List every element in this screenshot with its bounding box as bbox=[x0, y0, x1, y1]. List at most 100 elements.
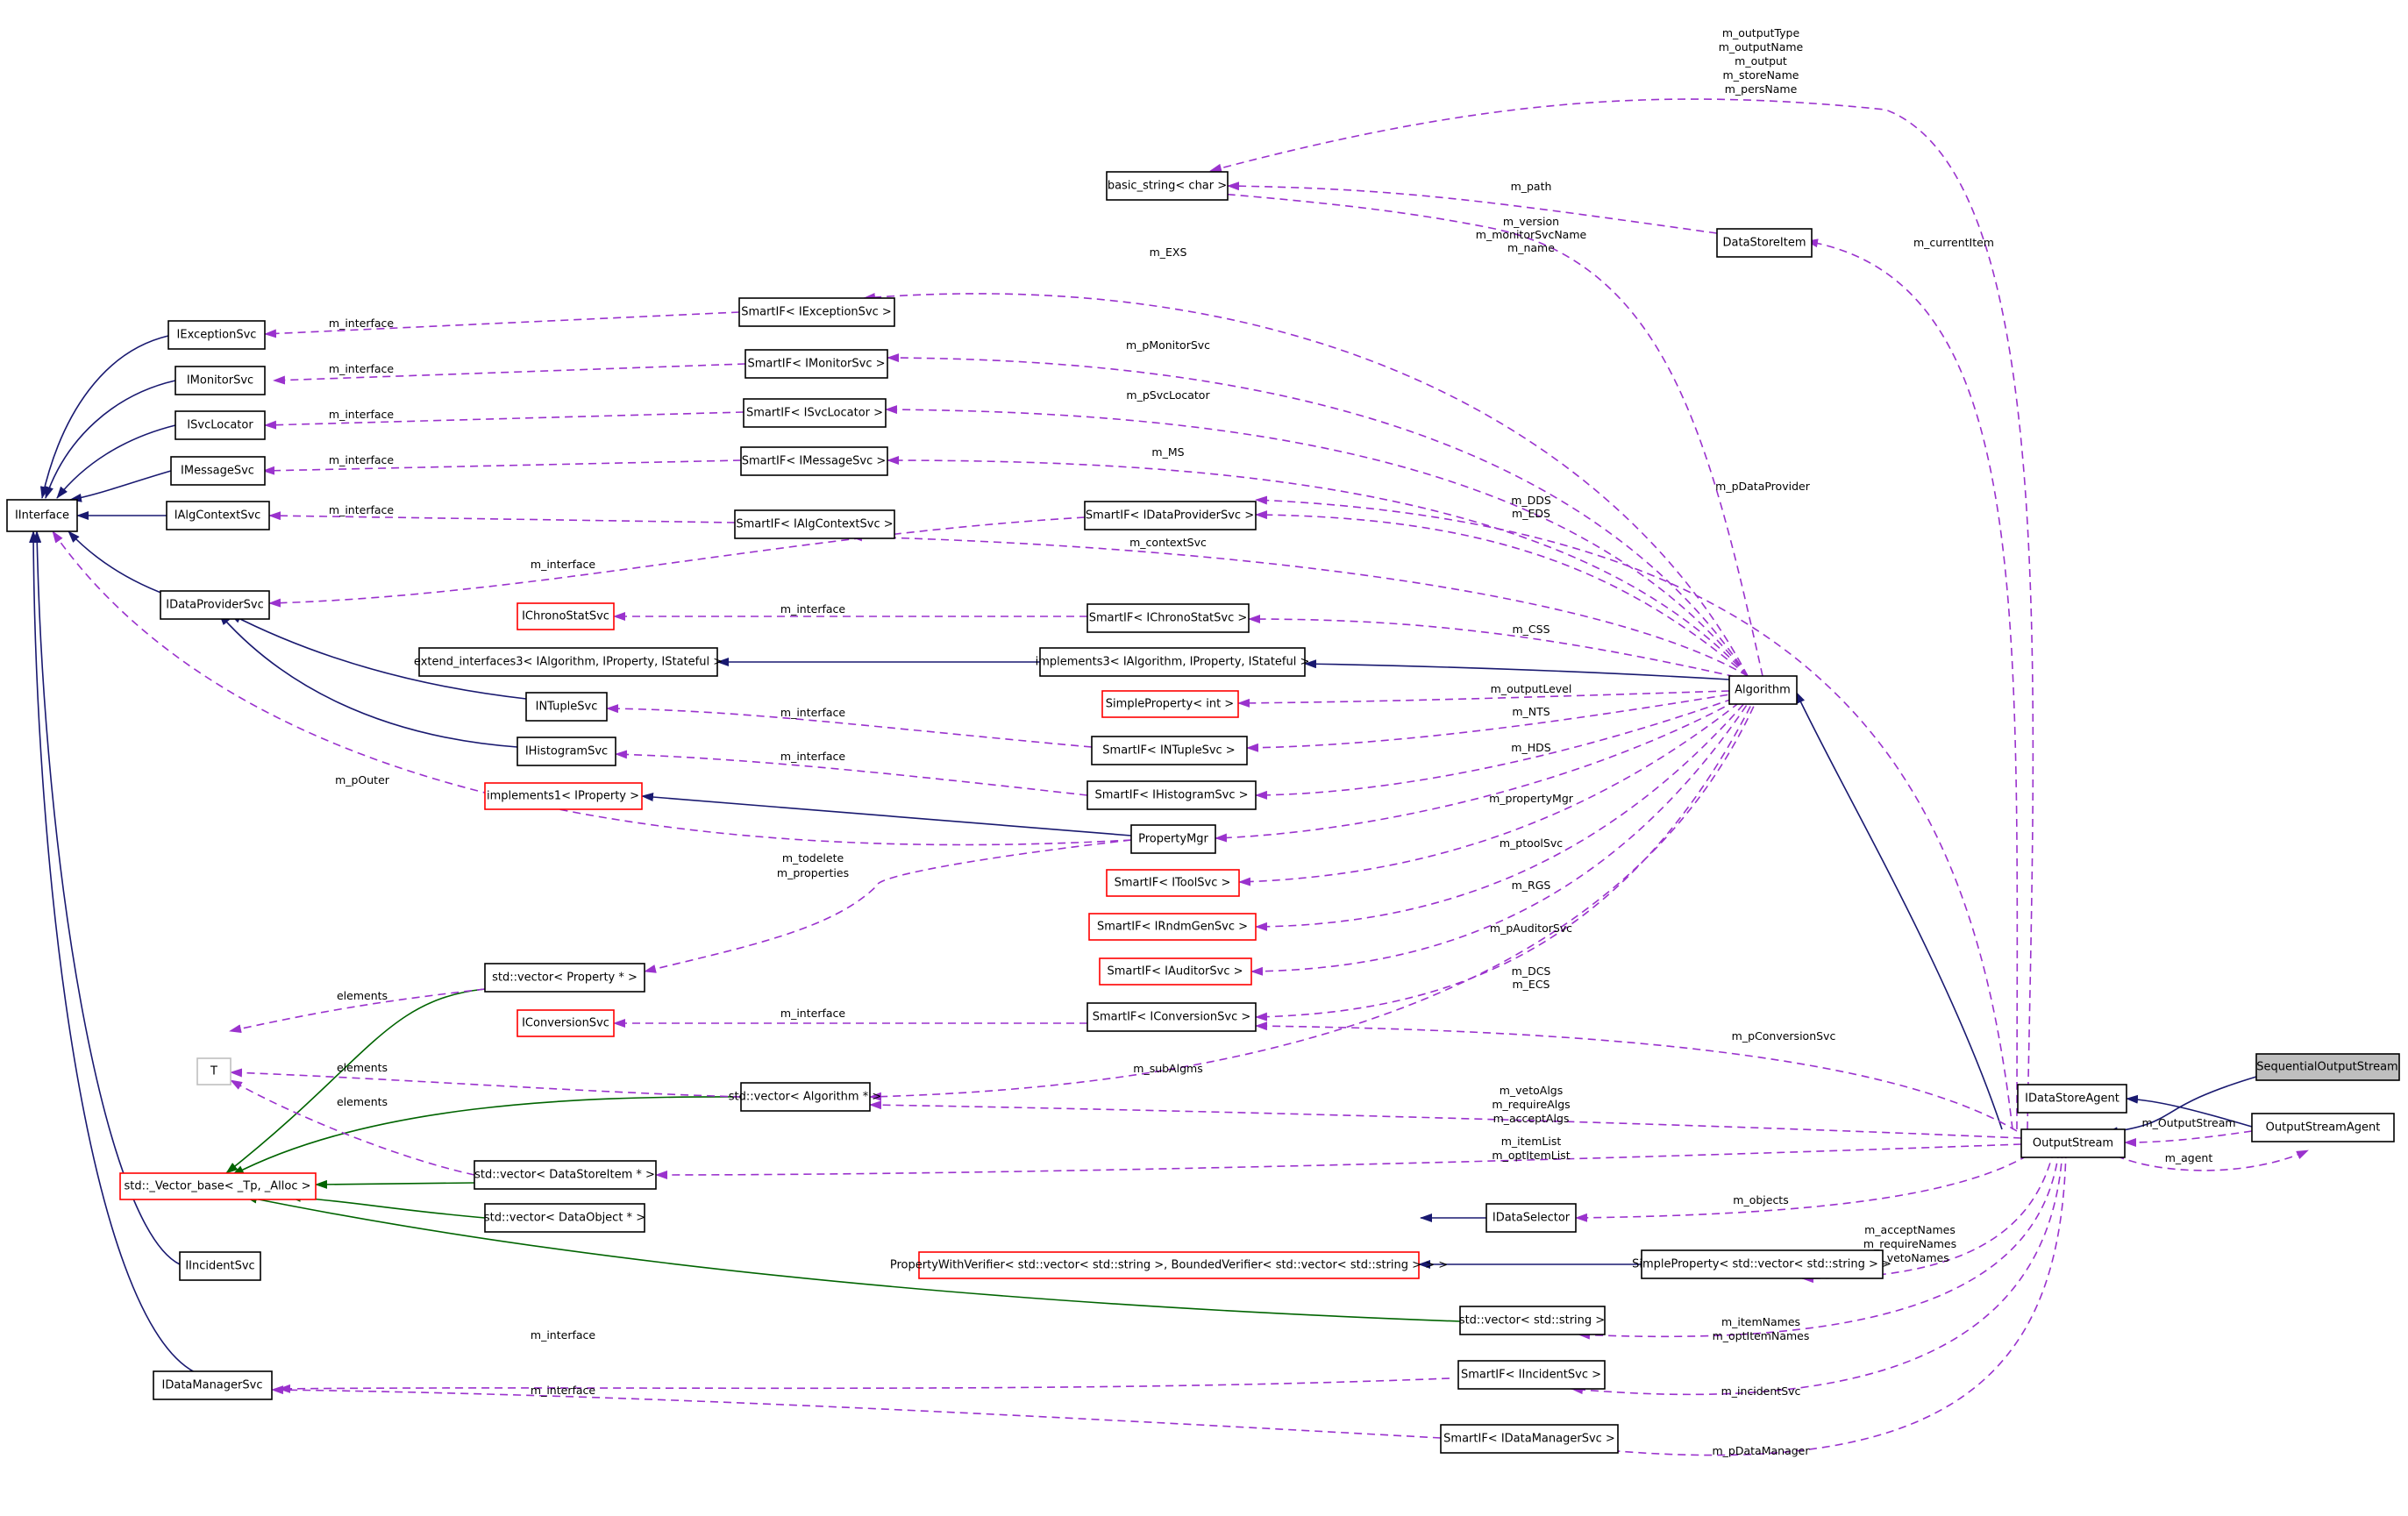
node-vector-base[interactable]: std::_Vector_base< _Tp, _Alloc > bbox=[119, 1172, 317, 1200]
label-elements-property: elements bbox=[337, 989, 388, 1002]
node-vector-property[interactable]: std::vector< Property * > bbox=[484, 963, 645, 993]
node-isvclocator[interactable]: ISvcLocator bbox=[175, 410, 266, 440]
node-smartif-idatamanagersvc[interactable]: SmartIF< IDataManagerSvc > bbox=[1440, 1424, 1619, 1454]
node-imonitorsvc[interactable]: IMonitorSvc bbox=[175, 366, 266, 395]
label-m-psvclocator: m_pSvcLocator bbox=[1126, 388, 1210, 402]
node-smartif-iexceptionsvc[interactable]: SmartIF< IExceptionSvc > bbox=[738, 297, 895, 327]
node-smartif-idataprovidersvc[interactable]: SmartIF< IDataProviderSvc > bbox=[1084, 501, 1257, 530]
label-m-storename: m_storeName bbox=[1723, 68, 1799, 82]
svg-text:OutputStream: OutputStream bbox=[2033, 1137, 2113, 1150]
edge-imonitorsvc-iinterface bbox=[45, 380, 176, 499]
label-m-name: m_name bbox=[1507, 241, 1555, 254]
node-vector-datastoreitem[interactable]: std::vector< DataStoreItem * > bbox=[474, 1160, 657, 1190]
edge-outputstream-datastoreitem bbox=[1806, 238, 2019, 1130]
label-m-outputstream: m_OutputStream bbox=[2141, 1116, 2235, 1129]
node-simpleproperty-vector[interactable]: SimpleProperty< std::vector< std::string… bbox=[1632, 1249, 1891, 1279]
label-m-outputtype: m_outputType bbox=[1722, 26, 1800, 39]
node-simpleproperty-int[interactable]: SimpleProperty< int > bbox=[1101, 690, 1239, 718]
node-smartif-irndmgensvc[interactable]: SmartIF< IRndmGenSvc > bbox=[1088, 913, 1257, 941]
node-smartif-ihistogramsvc[interactable]: SmartIF< IHistogramSvc > bbox=[1086, 780, 1257, 810]
node-t[interactable]: T bbox=[196, 1057, 232, 1085]
edge-propertymgr-iinterface bbox=[52, 530, 1132, 846]
label-m-interface-monitor: m_interface bbox=[329, 362, 394, 375]
label-m-subalgms: m_subAlgms bbox=[1133, 1062, 1202, 1075]
node-idataprovidersvc[interactable]: IDataProviderSvc bbox=[160, 590, 270, 620]
svg-text:SequentialOutputStream: SequentialOutputStream bbox=[2256, 1061, 2397, 1074]
label-m-pconversionsvc: m_pConversionSvc bbox=[1732, 1029, 1836, 1043]
label-m-hds: m_HDS bbox=[1511, 741, 1550, 754]
svg-text:IIncidentSvc: IIncidentSvc bbox=[185, 1260, 254, 1273]
edge-algorithm-vector-algorithm bbox=[869, 694, 1760, 1101]
node-ihistogramsvc[interactable]: IHistogramSvc bbox=[517, 737, 616, 766]
edge-ihistogramsvc-idataprovidersvc bbox=[218, 613, 518, 748]
svg-text:PropertyMgr: PropertyMgr bbox=[1138, 833, 1208, 846]
node-propertymgr[interactable]: PropertyMgr bbox=[1130, 824, 1216, 854]
label-m-requirenames: m_requireNames bbox=[1863, 1237, 1956, 1250]
node-idataselector[interactable]: IDataSelector bbox=[1485, 1203, 1577, 1233]
edge-datastoreitem-basic-string bbox=[1227, 181, 1718, 234]
label-m-dcs: m_DCS bbox=[1512, 964, 1551, 978]
node-smartif-imessagesvc[interactable]: SmartIF< IMessageSvc > bbox=[740, 446, 888, 476]
svg-text:SmartIF< IRndmGenSvc >: SmartIF< IRndmGenSvc > bbox=[1097, 921, 1248, 934]
edge-smartif-idataprovidersvc-idataprovidersvc bbox=[268, 516, 1086, 608]
node-implements3[interactable]: implements3< IAlgorithm, IProperty, ISta… bbox=[1036, 647, 1310, 677]
node-sequentialoutputstream[interactable]: SequentialOutputStream bbox=[2255, 1053, 2400, 1081]
edge-algorithm-smartif-imonitorsvc bbox=[887, 353, 1749, 677]
node-idatastoreagent[interactable]: IDataStoreAgent bbox=[2017, 1084, 2127, 1114]
node-smartif-imonitorsvc[interactable]: SmartIF< IMonitorSvc > bbox=[744, 349, 888, 379]
node-datastoreitem[interactable]: DataStoreItem bbox=[1716, 228, 1813, 258]
node-imessagesvc[interactable]: IMessageSvc bbox=[170, 456, 266, 486]
svg-text:Algorithm: Algorithm bbox=[1735, 684, 1791, 697]
label-m-pdataprovider: m_pDataProvider bbox=[1715, 480, 1811, 493]
node-idatamanagersvc[interactable]: IDataManagerSvc bbox=[153, 1370, 273, 1400]
node-outputstreamagent[interactable]: OutputStreamAgent bbox=[2251, 1113, 2395, 1142]
node-smartif-itoolsvc[interactable]: SmartIF< IToolSvc > bbox=[1106, 869, 1240, 897]
node-smartif-iconversionsvc[interactable]: SmartIF< IConversionSvc > bbox=[1086, 1002, 1257, 1032]
label-m-ecs: m_ECS bbox=[1513, 978, 1550, 991]
node-iincidentsvc[interactable]: IIncidentSvc bbox=[179, 1251, 261, 1281]
node-vector-algorithm[interactable]: std::vector< Algorithm * > bbox=[729, 1082, 881, 1112]
node-ichronostatsvc[interactable]: IChronoStatSvc bbox=[517, 602, 615, 630]
node-extend-interfaces3[interactable]: extend_interfaces3< IAlgorithm, IPropert… bbox=[414, 647, 723, 677]
node-smartif-iauditorsvc[interactable]: SmartIF< IAuditorSvc > bbox=[1099, 957, 1252, 986]
node-propertywithverifier[interactable]: PropertyWithVerifier< std::vector< std::… bbox=[890, 1251, 1448, 1279]
node-vector-string[interactable]: std::vector< std::string > bbox=[1459, 1306, 1606, 1335]
node-algorithm[interactable]: Algorithm bbox=[1728, 675, 1798, 705]
node-outputstream[interactable]: OutputStream bbox=[2020, 1128, 2126, 1158]
node-implements1[interactable]: implements1< IProperty > bbox=[484, 782, 643, 810]
edge-algorithm-smartif-ihistogramsvc bbox=[1255, 694, 1746, 800]
node-smartif-ialgcontextsvc[interactable]: SmartIF< IAlgContextSvc > bbox=[734, 509, 895, 539]
edge-outputstream-smartif-iconversionsvc bbox=[1255, 1021, 2018, 1132]
svg-text:implements3< IAlgorithm, IProp: implements3< IAlgorithm, IProperty, ISta… bbox=[1036, 656, 1310, 669]
edge-propertymgr-implements1 bbox=[641, 793, 1132, 836]
node-smartif-iincidentsvc[interactable]: SmartIF< IIncidentSvc > bbox=[1457, 1360, 1606, 1390]
node-vector-dataobject[interactable]: std::vector< DataObject * > bbox=[484, 1203, 645, 1233]
nodes: IInterface IExceptionSvc IMonitorSvc ISv… bbox=[6, 171, 2400, 1454]
svg-text:std::vector< DataStoreItem * >: std::vector< DataStoreItem * > bbox=[474, 1169, 655, 1182]
node-ialgcontextsvc[interactable]: IAlgContextSvc bbox=[166, 501, 270, 530]
edge-propertymgr-vector-property bbox=[644, 839, 1132, 973]
node-intuplesvc[interactable]: INTupleSvc bbox=[525, 692, 608, 722]
svg-text:IAlgContextSvc: IAlgContextSvc bbox=[175, 509, 261, 523]
edge-outputstream-smartif-iincidentsvc bbox=[1571, 1149, 2063, 1396]
node-iconversionsvc[interactable]: IConversionSvc bbox=[517, 1009, 615, 1037]
svg-text:SmartIF< IExceptionSvc >: SmartIF< IExceptionSvc > bbox=[741, 306, 892, 319]
label-m-outputlevel: m_outputLevel bbox=[1491, 682, 1572, 695]
svg-text:std::vector< DataObject * >: std::vector< DataObject * > bbox=[484, 1212, 645, 1225]
edge-vector-string-base bbox=[245, 1194, 1461, 1322]
svg-text:SmartIF< IDataProviderSvc >: SmartIF< IDataProviderSvc > bbox=[1086, 509, 1254, 523]
label-m-interface-ntuple: m_interface bbox=[780, 706, 845, 719]
node-iexceptionsvc[interactable]: IExceptionSvc bbox=[167, 320, 266, 350]
label-m-nts: m_NTS bbox=[1512, 705, 1550, 718]
node-iinterface[interactable]: IInterface bbox=[6, 499, 78, 532]
node-basic-string[interactable]: basic_string< char > bbox=[1106, 171, 1229, 201]
node-smartif-intuplesvc[interactable]: SmartIF< INTupleSvc > bbox=[1091, 736, 1248, 765]
node-smartif-isvclocator[interactable]: SmartIF< ISvcLocator > bbox=[743, 398, 887, 428]
label-m-rgs: m_RGS bbox=[1512, 879, 1551, 892]
label-m-pdatamanager: m_pDataManager bbox=[1713, 1444, 1811, 1457]
node-smartif-ichronostatsvc[interactable]: SmartIF< IChronoStatSvc > bbox=[1086, 603, 1250, 633]
svg-text:IDataSelector: IDataSelector bbox=[1493, 1212, 1571, 1225]
edge-smartif-isvclocator-isvclocator bbox=[264, 411, 744, 430]
edge-smartif-imessagesvc-imessagesvc bbox=[262, 459, 742, 475]
edge-outputstream-simpleproperty-vector bbox=[1801, 1149, 2055, 1284]
